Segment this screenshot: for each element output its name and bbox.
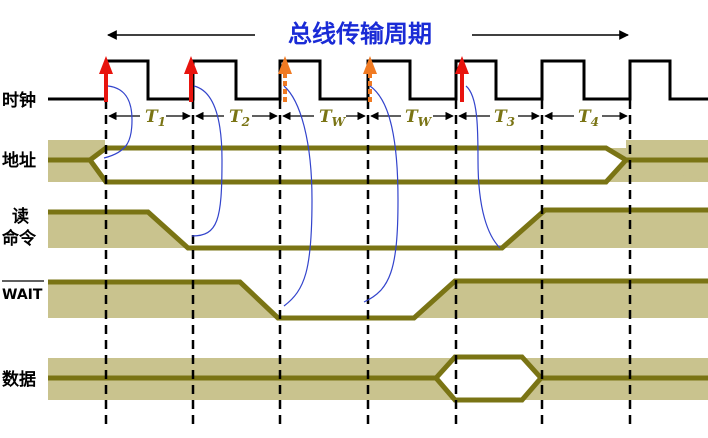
read-label-line2: 命令 [1,228,37,249]
clock-label: 时钟 [2,90,36,111]
period-label-tw2: TW [405,107,433,129]
data-label: 数据 [2,369,36,390]
wait-sample-arrow [363,56,377,102]
signal-labels: 时钟 地址 读 命令 WAIT 数据 [1,90,44,390]
clock-edge-arrows [99,56,469,102]
period-label-t3: T3 [494,107,515,129]
rising-edge-arrow [184,56,198,102]
rising-edge-arrow [455,56,469,102]
address-label: 地址 [2,150,36,171]
wait-label: WAIT [2,287,43,303]
rising-edge-arrow [99,56,113,102]
bus-cycle-span: 总线传输周期 [107,20,629,48]
read-label-line1: 读 [12,206,29,227]
read-command-signal [48,207,708,251]
period-label-t4: T4 [578,107,599,129]
address-signal [48,140,708,185]
period-guides [104,100,632,430]
data-signal [48,354,708,403]
causal-curves [103,85,501,307]
period-label-tw1: TW [319,107,347,129]
wait-signal [48,278,708,321]
period-label-t2: T2 [229,107,250,129]
period-label-t1: T1 [145,107,166,129]
period-labels: T1 T2 TW TW T3 T4 [145,107,599,129]
wait-sample-arrow [278,56,292,102]
clock-waveform [48,59,708,101]
diagram-title: 总线传输周期 [288,20,432,48]
